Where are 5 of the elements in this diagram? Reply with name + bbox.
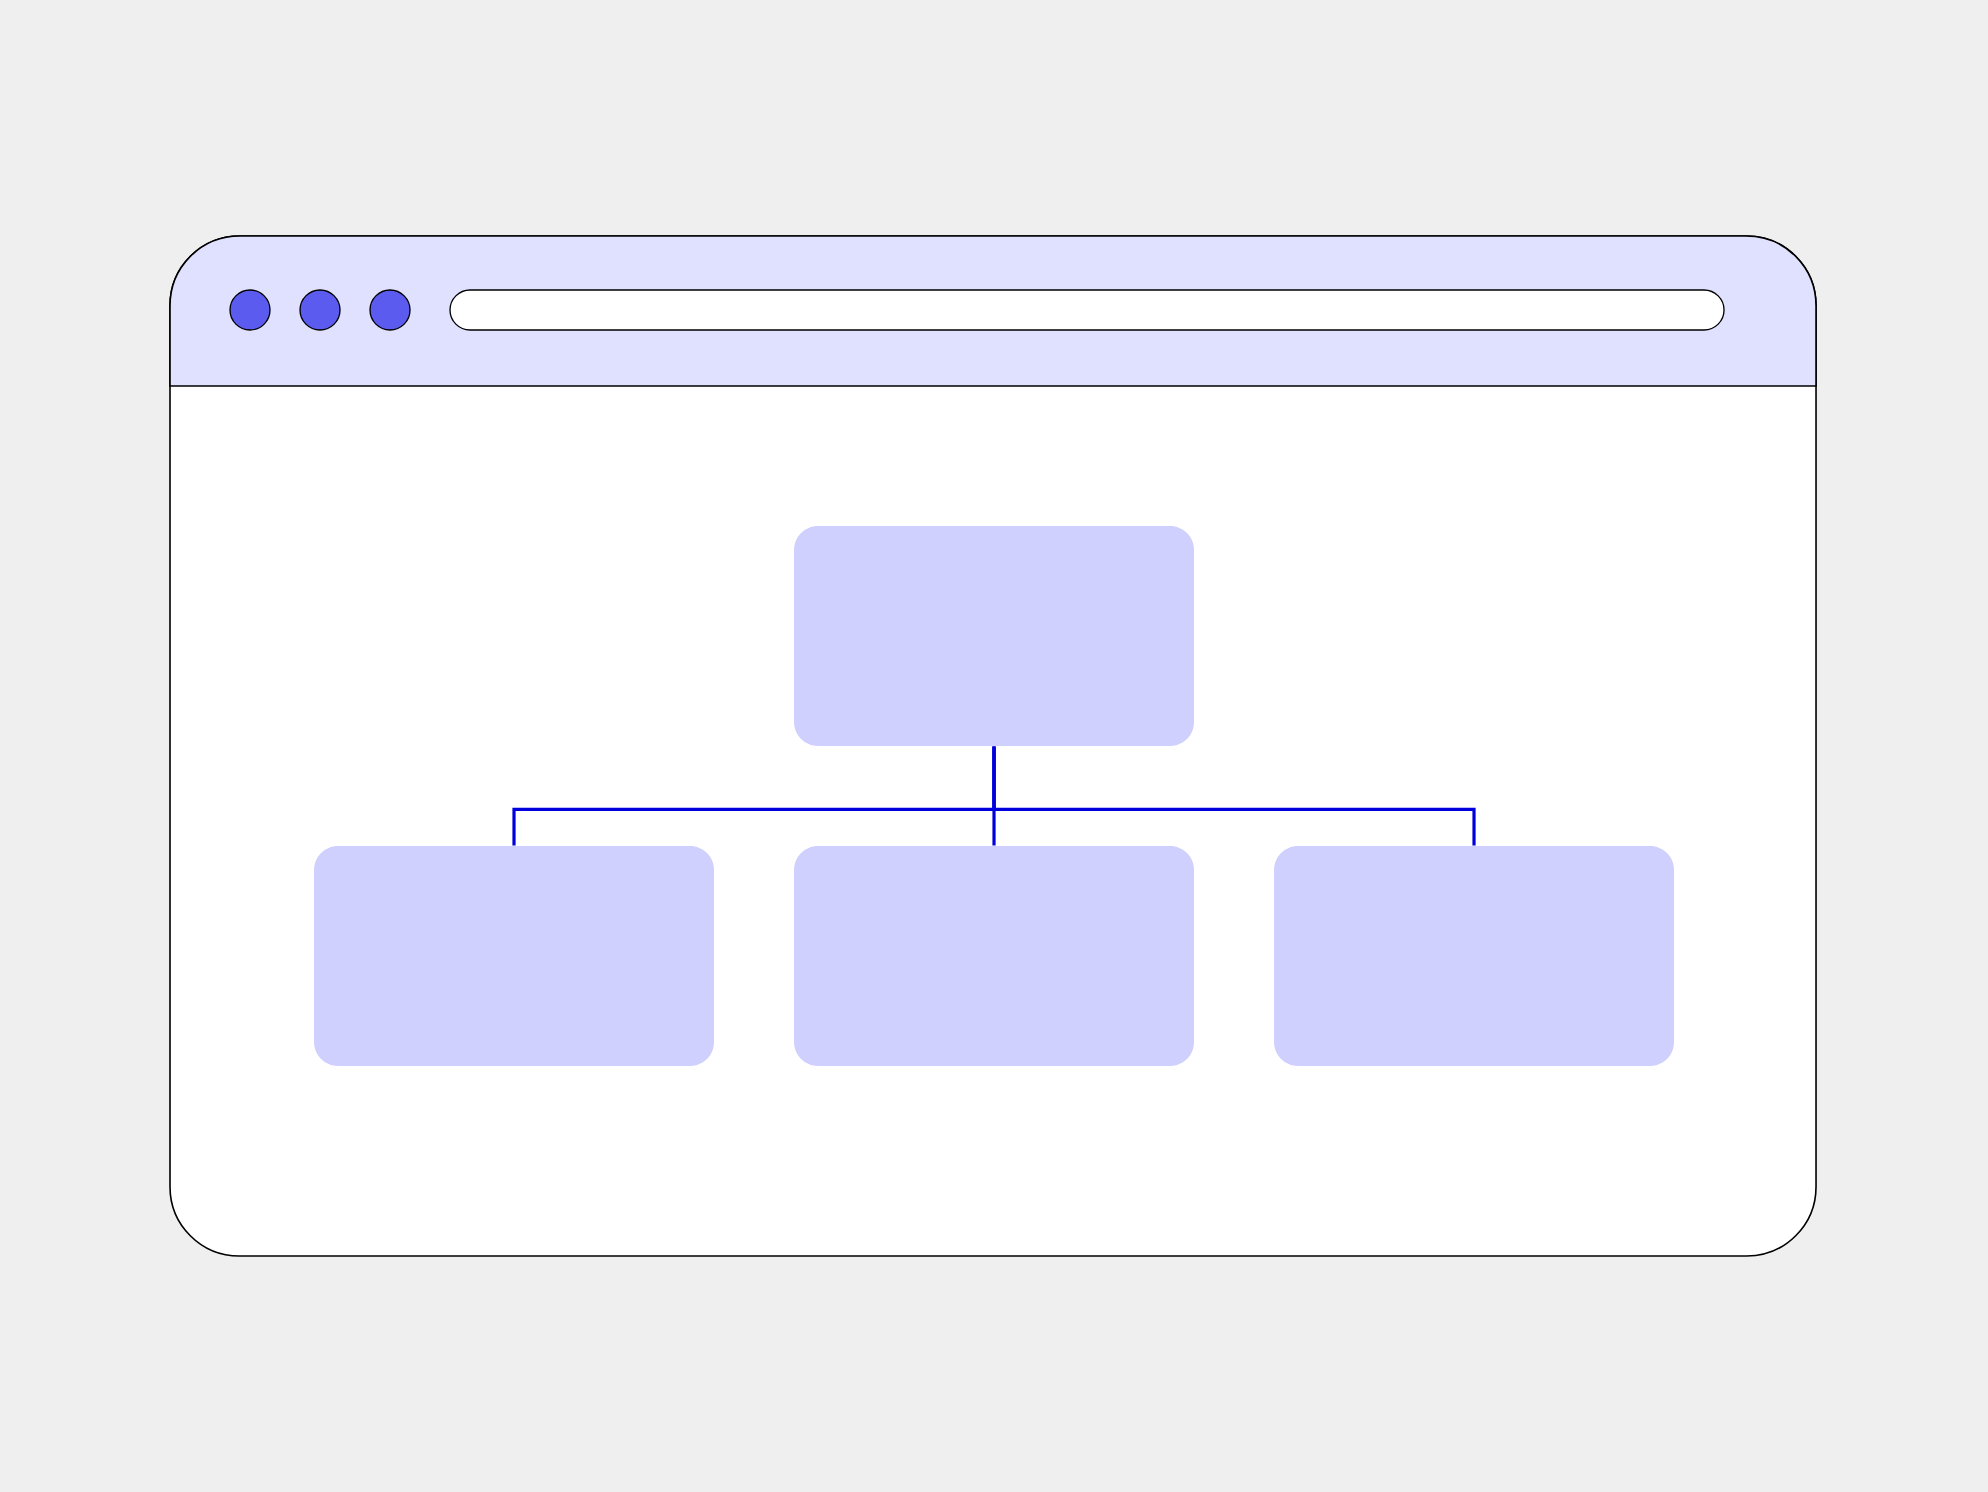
org-chart-box (314, 846, 714, 1066)
org-chart-box (1274, 846, 1675, 1066)
org-chart-box (794, 846, 1194, 1066)
connector-line (992, 746, 1476, 846)
org-chart-box (794, 526, 1194, 746)
